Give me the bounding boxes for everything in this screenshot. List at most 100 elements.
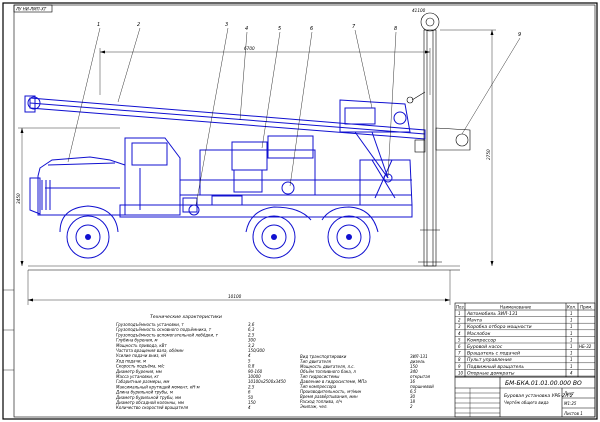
spec-right-label: Вид транспортировки	[300, 354, 347, 359]
spec-left-label: Габаритные размеры, мм	[116, 379, 169, 384]
leader-lines: 1 2 3 4 5 6 7 8 9	[67, 22, 521, 206]
spec-left-label: Диаметр бурильной трубы, мм	[115, 395, 181, 400]
leader-8: 8	[394, 26, 397, 32]
bom-row-name: Автомобиль ЗИЛ-131	[466, 311, 518, 317]
overall-length-dim: 10100	[228, 294, 242, 299]
leader-3: 3	[225, 22, 228, 28]
spec-left-value: 150/300	[248, 348, 265, 353]
bom-row-pos: 10	[458, 370, 464, 375]
spec-left-label: Частота вращения вала, об/мин	[116, 348, 184, 353]
spec-right-label: Тип гидросистемы	[300, 374, 339, 379]
bom-row-qty: 4	[570, 370, 573, 375]
bom-header-qty: Кол.	[567, 305, 576, 310]
spec-left-label: Ход подачи, м	[115, 358, 146, 363]
spec-left-value: 3,6	[248, 322, 255, 327]
spec-left-label: Усилие подачи вниз, кН	[116, 353, 166, 358]
mast-top-dim: 41100	[412, 8, 426, 13]
leader-6: 6	[310, 26, 313, 32]
bom-row-pos: 9	[458, 364, 461, 369]
bom-row-pos: 3	[458, 324, 461, 329]
bom-row-qty: 1	[570, 351, 573, 356]
spec-right-value: поршневой	[410, 384, 434, 389]
spec-left-value: 10000	[248, 374, 261, 379]
sheets-count: Листов 1	[563, 411, 583, 416]
leader-9: 9	[518, 32, 521, 38]
spec-left-label: Максимальный крутящий момент, кН·м	[116, 384, 200, 389]
bom-row-pos: 8	[458, 357, 461, 362]
spec-right-label: Расход топлива, л/ч	[300, 399, 343, 404]
bom-row-note: НБ-32	[579, 344, 592, 349]
sheet-info: М1:25	[564, 401, 577, 406]
spec-left-label: Глубина бурения, м	[116, 338, 158, 343]
specs-left-list: Грузоподъёмность установки, т 3,6Грузопод…	[115, 322, 286, 410]
bom-row-name: Коробка отбора мощности	[467, 324, 532, 330]
spec-left-value: 150	[248, 400, 256, 405]
spec-left-value: 300	[248, 338, 256, 343]
spec-right-value: 18	[410, 399, 416, 404]
doc-title: Буровая установка УРБ-2А-2	[504, 393, 573, 399]
spec-left-value: 4	[248, 353, 251, 358]
bom-row-pos: 1	[458, 311, 461, 316]
spec-right-value: 2	[410, 404, 413, 409]
spec-left-label: Количество скоростей вращателя	[116, 405, 189, 410]
spec-left-value: 6,3	[248, 327, 255, 332]
spec-left-value: 50	[248, 395, 254, 400]
bom-row-qty: 1	[570, 324, 573, 329]
inner-frame	[13, 4, 596, 418]
bom-row-pos: 7	[458, 351, 461, 356]
bom-row-qty: 1	[570, 344, 573, 349]
spec-left-value: 90-160	[248, 369, 263, 374]
bom-row-pos: 6	[458, 344, 461, 349]
spec-left-value: 10100х2500х3450	[248, 379, 286, 384]
sheet-label: Лист	[563, 391, 575, 396]
bom-row-qty: 1	[570, 337, 573, 342]
bom-row-qty: 1	[570, 364, 573, 369]
spec-right-label: Время развёртывания, мин	[300, 394, 358, 399]
spec-right-value: 30	[410, 394, 416, 399]
spec-left-label: Грузоподъёмность основного подъёмника, т	[116, 327, 212, 332]
bom-row-pos: 2	[458, 318, 461, 323]
spec-right-label: Производительность, м³/мин	[300, 389, 362, 394]
leader-7: 7	[352, 24, 356, 30]
spec-left-label: Длина бурильной трубы, м	[115, 390, 173, 395]
spec-left-label: Грузоподъёмность установки, т	[116, 322, 184, 327]
height-dim: 3450	[16, 193, 21, 204]
spec-left-value: 3,2	[248, 343, 255, 348]
spec-right-value: открытая	[410, 374, 431, 379]
bom-row-qty: 1	[570, 311, 573, 316]
bom-header-name: Наименование	[500, 305, 532, 310]
corner-stamp-box	[13, 4, 53, 13]
bom-row-name: Вращатель с подачей	[467, 351, 520, 357]
leader-2: 2	[137, 22, 140, 28]
spec-left-label: Диаметр обсадной колонны, мм	[115, 400, 184, 405]
bom-row-qty: 1	[570, 318, 573, 323]
bom-row-name: Маслобак	[467, 331, 491, 337]
specs-block: Технические характеристики Грузоподъёмно…	[115, 314, 434, 410]
spec-right-value: 340	[410, 369, 418, 374]
spec-left-value: 6	[248, 390, 251, 395]
spec-left-label: Масса установки, кг	[116, 374, 160, 379]
bom-header-note: Прим.	[580, 305, 592, 310]
vertical-mast	[406, 12, 471, 267]
spec-right-label: Давление в гидросистеме, МПа	[299, 379, 367, 384]
spec-right-label: Тип двигателя	[300, 359, 332, 364]
spec-right-label: Объём топливного бака, л	[300, 369, 356, 374]
spec-right-value: ЗИЛ-131	[410, 354, 428, 359]
spec-left-label: Грузоподъёмность вспомогательной лебёдки…	[116, 332, 219, 337]
truck	[29, 135, 413, 259]
bom-row-name: Буровой насос	[467, 344, 503, 350]
title-block: БМ-БКА.01.01.00.000 ВО Буровая установка…	[454, 376, 596, 418]
spec-left-label: Скорость подъёма, м/с	[116, 364, 165, 369]
leader-1: 1	[97, 22, 100, 28]
spec-right-label: Экипаж, чел.	[299, 404, 328, 409]
bom-row-pos: 4	[458, 331, 461, 336]
spec-left-value: 2,5	[248, 384, 255, 389]
spec-right-value: дизель	[409, 359, 426, 364]
spec-left-value: 2,5	[248, 332, 255, 337]
